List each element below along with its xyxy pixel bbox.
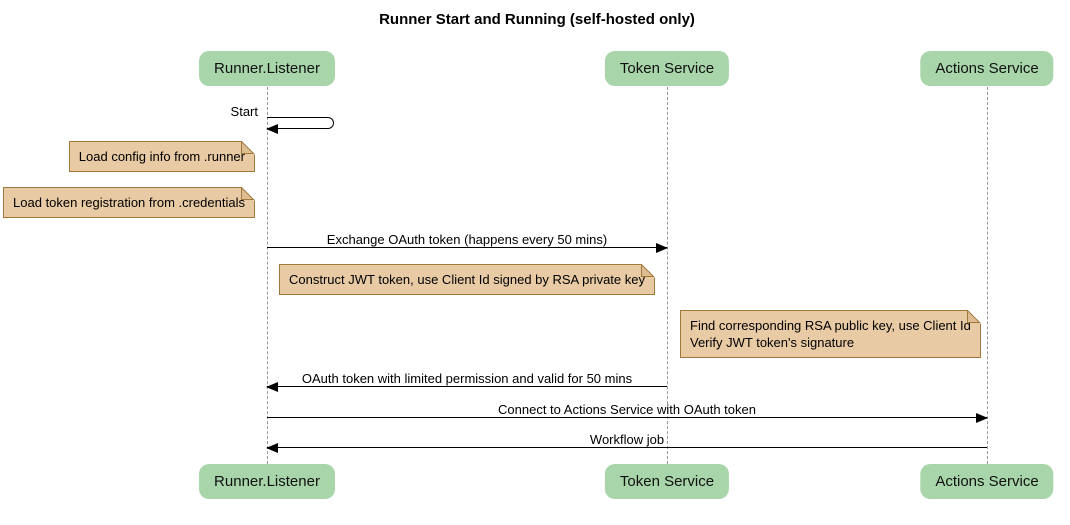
participant-actions-service-bottom: Actions Service (920, 464, 1054, 499)
note-fold-icon (241, 187, 255, 201)
note-text: Construct JWT token, use Client Id signe… (289, 272, 645, 287)
note-text: Load token registration from .credential… (13, 195, 245, 210)
note-fold-icon (640, 264, 655, 278)
lifeline-actions-service (987, 87, 988, 464)
note-text-line1: Find corresponding RSA public key, use C… (690, 318, 971, 333)
message-arrow-oauth-return (266, 382, 667, 392)
arrowhead-left-icon (266, 124, 278, 134)
message-label-exchange: Exchange OAuth token (happens every 50 m… (326, 232, 608, 247)
message-arrow-workflow (266, 443, 987, 453)
participant-actions-service-top: Actions Service (920, 51, 1054, 86)
lifeline-token-service (667, 87, 668, 464)
arrowhead-left-icon (266, 382, 278, 392)
message-label-workflow: Workflow job (589, 432, 665, 447)
message-label-start: Start (230, 104, 258, 119)
message-arrow-exchange (267, 243, 668, 253)
participant-runner-listener-top: Runner.Listener (199, 51, 335, 86)
note-load-credentials: Load token registration from .credential… (3, 187, 255, 218)
participant-token-service-top: Token Service (604, 51, 730, 86)
arrowhead-right-icon (976, 413, 988, 423)
diagram-title: Runner Start and Running (self-hosted on… (379, 11, 695, 28)
participant-runner-listener-bottom: Runner.Listener (199, 464, 335, 499)
note-text: Load config info from .runner (78, 149, 245, 164)
note-fold-icon (241, 141, 255, 155)
self-message-arrow (266, 117, 334, 134)
lifeline-runner-listener (267, 87, 268, 464)
participant-token-service-bottom: Token Service (604, 464, 730, 499)
note-verify-jwt: Find corresponding RSA public key, use C… (680, 310, 981, 358)
note-construct-jwt: Construct JWT token, use Client Id signe… (279, 264, 655, 295)
arrowhead-left-icon (266, 443, 278, 453)
note-fold-icon (966, 310, 981, 324)
note-text-line2: Verify JWT token's signature (690, 335, 855, 350)
note-load-config: Load config info from .runner (68, 141, 255, 172)
arrowhead-right-icon (656, 243, 668, 253)
message-label-oauth-return: OAuth token with limited permission and … (301, 371, 633, 386)
message-arrow-connect (267, 413, 988, 423)
message-label-connect: Connect to Actions Service with OAuth to… (498, 402, 756, 417)
